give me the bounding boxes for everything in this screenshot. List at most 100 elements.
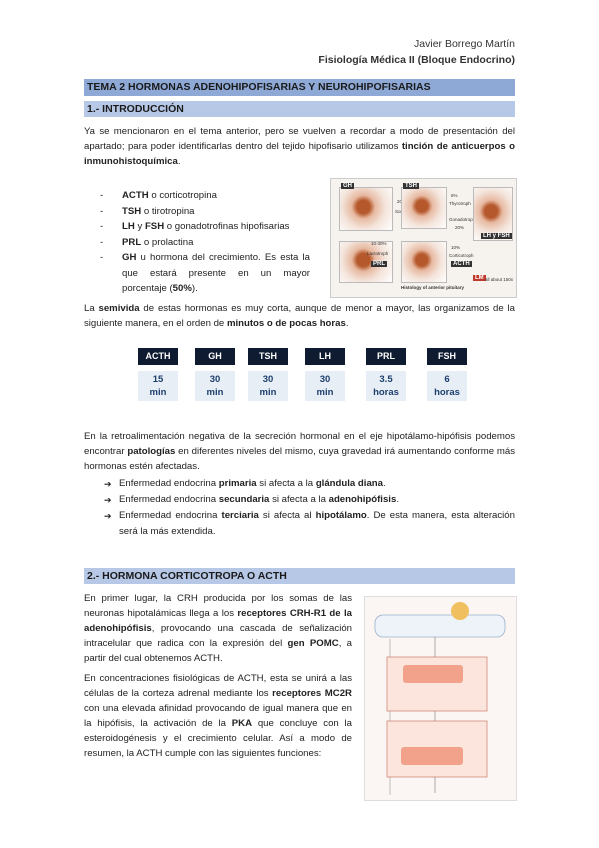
section-1-heading-text: 1.- INTRODUCCIÓN <box>87 103 184 115</box>
list-item: ACTH o corticotropina <box>100 188 310 204</box>
section-2-heading: 2.- HORMONA CORTICOTROPA O ACTH <box>84 568 515 584</box>
lhfsh-tag: LH y FSH <box>481 233 512 239</box>
pituitary-histology-figure: GH 20% Somatotroph TSH 5% Thyrotroph Gon… <box>330 178 517 298</box>
unit: horas <box>434 387 460 398</box>
bold: glándula diana <box>315 478 383 489</box>
list-item-bold: PRL <box>122 236 142 248</box>
bold: gen POMC <box>287 638 339 649</box>
list-item-bold: GH <box>122 252 137 263</box>
text: . De esta manera, esta alteración será l… <box>119 510 515 537</box>
intro-text: Ya se mencionaron en el tema anterior, p… <box>84 126 515 152</box>
list-item-bold: LH <box>122 221 135 232</box>
text: La <box>84 303 99 314</box>
list-item-bold: FSH <box>144 221 165 232</box>
hormone-halflife: 30 min <box>305 371 345 401</box>
text: . <box>345 318 349 329</box>
list-item-text: o tirotropina <box>141 205 195 217</box>
prl-tag: PRL <box>371 261 387 267</box>
bold: PKA <box>231 718 253 729</box>
lm-tag: LM <box>473 275 486 281</box>
unit: min <box>316 387 334 398</box>
text: En primer lugar, la CRH producida por lo… <box>84 593 352 619</box>
hormone-column: FSH 6 horas <box>427 348 467 401</box>
hormone-column: GH 30 min <box>195 348 235 401</box>
text: en diferentes niveles del mismo, cuya gr… <box>84 446 515 472</box>
text: Enfermedad endocrina <box>119 478 219 489</box>
gh-cell-image <box>339 187 393 231</box>
list-item: GH u hormona del crecimiento. Es esta la… <box>100 250 310 297</box>
list-item-text: o gonadotrofinas hipofisarias <box>164 221 290 232</box>
bold: receptores MC2R <box>272 688 352 699</box>
bold: terciaria <box>221 510 259 521</box>
list-item-bold: ACTH <box>122 190 149 201</box>
bold: patologías <box>127 446 176 457</box>
unit: min <box>259 387 277 398</box>
bold: primaria <box>218 478 257 489</box>
text: . <box>382 478 386 489</box>
hormone-name: PRL <box>366 348 406 365</box>
hormone-name: FSH <box>427 348 467 365</box>
bold: semivida <box>98 303 140 314</box>
intro-paragraph: Ya se mencionaron en el tema anterior, p… <box>84 124 515 169</box>
list-item-text: o prolactina <box>141 236 194 248</box>
value: 6 <box>444 374 450 385</box>
hormone-name: GH <box>195 348 235 365</box>
page-header: Javier Borrego Martín Fisiología Médica … <box>318 36 515 68</box>
text: de estas hormonas es muy corta, aunque d… <box>84 303 515 329</box>
list-item: PRL o prolactina <box>100 235 310 251</box>
figure-label: Corticotroph <box>449 253 474 258</box>
section-2-heading-text: 2.- HORMONA CORTICOTROPA O ACTH <box>87 570 287 582</box>
unit: min <box>206 387 224 398</box>
hormone-list: ACTH o corticotropina TSH o tirotropina … <box>100 188 310 297</box>
feedback-paragraph: En la retroalimentación negativa de la s… <box>84 429 515 474</box>
list-item: Enfermedad endocrina secundaria si afect… <box>104 492 515 508</box>
text: En concentraciones fisiológicas de ACTH,… <box>84 673 352 699</box>
value: 3.5 <box>379 374 393 385</box>
acth-tag: ACTH <box>451 261 472 267</box>
figure-label: Lactotroph <box>367 251 389 256</box>
figure-label: Thyrotroph <box>449 201 471 206</box>
hormone-name: LH <box>305 348 345 365</box>
list-item-bold: 50% <box>172 283 192 294</box>
text: . <box>396 494 399 505</box>
halflife-paragraph: La semivida de estas hormonas es muy cor… <box>84 301 515 331</box>
list-item-bold: TSH <box>122 205 142 217</box>
text: En la retroalimentación negativa de la s… <box>84 431 515 457</box>
hormone-halflife: 6 horas <box>427 371 467 401</box>
list-item: Enfermedad endocrina terciaria si afecta… <box>104 508 515 540</box>
figure-label: all about 150x <box>485 277 514 282</box>
acth-pathway-diagram <box>364 596 517 801</box>
hormone-halflife: 30 min <box>195 371 235 401</box>
bold: hipotálamo <box>315 510 367 521</box>
bold: minutos o de pocas horas <box>226 318 346 329</box>
figure-label: 20% <box>455 225 465 230</box>
value: 30 <box>209 374 221 385</box>
unit: min <box>149 387 167 398</box>
acth-function-paragraph: En concentraciones fisiológicas de ACTH,… <box>84 671 352 761</box>
section-1-heading: 1.- INTRODUCCIÓN <box>84 101 515 117</box>
acth-cell-image <box>401 241 447 283</box>
text: si afecta al <box>258 510 316 521</box>
text: Enfermedad endocrina <box>119 494 219 505</box>
list-item-text: o corticotropina <box>148 190 217 201</box>
gh-tag: GH <box>341 183 354 189</box>
hormone-column: LH 30 min <box>305 348 345 401</box>
tsh-cell-image <box>401 187 447 229</box>
value: 30 <box>319 374 331 385</box>
value: 30 <box>262 374 274 385</box>
figure-label: 10% <box>451 245 461 250</box>
topic-title-text: TEMA 2 HORMONAS ADENOHIPOFISARIAS Y NEUR… <box>87 81 431 93</box>
figure-label: 5% <box>451 193 458 198</box>
unit: horas <box>373 387 399 398</box>
list-item-text: y <box>134 221 145 232</box>
list-item-text: ). <box>191 283 198 294</box>
text: , a partir del cual obtenemos ACTH. <box>84 638 352 664</box>
figure-label: Gonadotroph <box>449 217 476 222</box>
figure-label: 10-30% <box>371 241 387 246</box>
topic-title: TEMA 2 HORMONAS ADENOHIPOFISARIAS Y NEUR… <box>84 79 515 96</box>
disease-list: Enfermedad endocrina primaria si afecta … <box>104 476 515 540</box>
pathway-svg <box>374 602 506 795</box>
